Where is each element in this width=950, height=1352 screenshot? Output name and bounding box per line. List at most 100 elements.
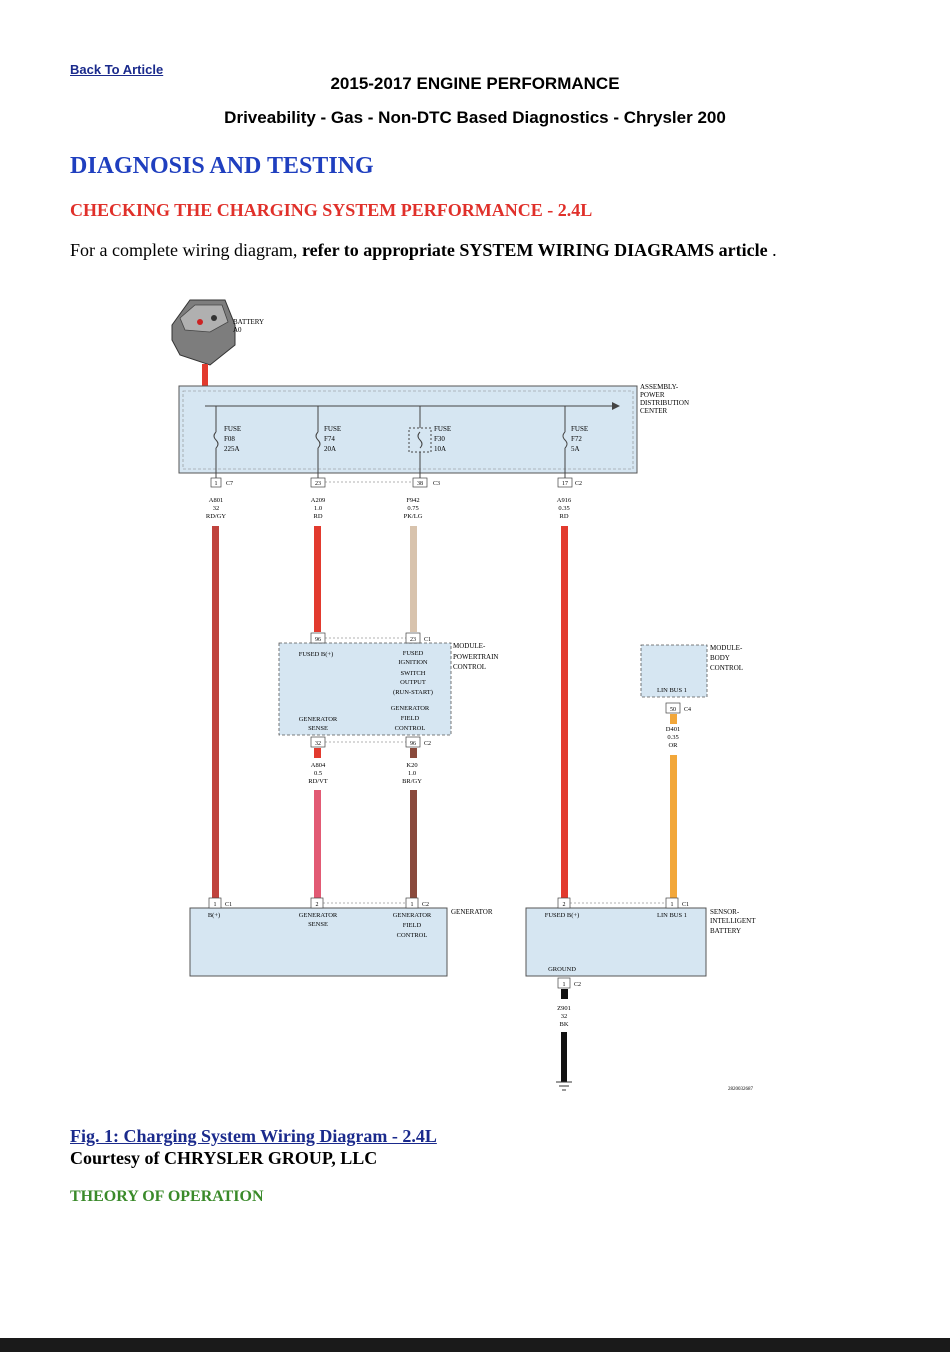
svg-text:FUSE: FUSE xyxy=(324,425,341,433)
svg-text:20A: 20A xyxy=(324,445,336,453)
svg-text:GENERATOR: GENERATOR xyxy=(391,705,430,712)
para-suffix: . xyxy=(772,240,777,260)
intro-paragraph: For a complete wiring diagram, refer to … xyxy=(70,240,777,261)
svg-text:C7: C7 xyxy=(226,481,233,487)
pcm-field-control: GENERATOR FIELD CONTROL xyxy=(391,705,430,732)
battery-cable xyxy=(202,364,208,386)
wiring-diagram: BATTERY A0 ASSEMBLY- POWER DISTRIBUTION … xyxy=(150,292,800,1107)
svg-text:0.5: 0.5 xyxy=(314,770,322,777)
bottom-bar xyxy=(0,1338,950,1352)
svg-text:SENSE: SENSE xyxy=(308,725,328,732)
svg-text:1: 1 xyxy=(214,902,217,908)
ibs-box xyxy=(525,907,707,977)
pdc-label-3: DISTRIBUTION xyxy=(640,399,689,407)
svg-text:IGNITION: IGNITION xyxy=(398,659,428,666)
wire-label-a209: A209 1.0 RD xyxy=(311,497,325,520)
generator-b-plus: B(+) xyxy=(208,912,220,919)
figure-caption-link[interactable]: Fig. 1: Charging System Wiring Diagram -… xyxy=(70,1126,437,1146)
ibs-conn-c2: C2 xyxy=(574,982,581,988)
svg-text:(RUN-START): (RUN-START) xyxy=(393,689,433,696)
ibs-label-3: BATTERY xyxy=(710,927,741,935)
battery-icon xyxy=(171,299,236,366)
svg-text:10A: 10A xyxy=(434,445,446,453)
pcm-pin-23-label: 23 xyxy=(410,637,416,643)
svg-text:32: 32 xyxy=(561,1013,568,1020)
svg-text:PK/LG: PK/LG xyxy=(404,513,423,520)
wire-f942 xyxy=(410,526,417,632)
svg-text:C3: C3 xyxy=(433,481,440,487)
pdc-label-1: ASSEMBLY- xyxy=(640,383,679,391)
battery-code: A0 xyxy=(233,326,242,334)
bcm-pin-50 xyxy=(665,702,681,714)
pcm-fused-b: FUSED B(+) xyxy=(299,651,334,658)
ibs-pin-ground xyxy=(557,977,571,989)
pcm-conn-c2: C2 xyxy=(424,741,431,747)
svg-text:K20: K20 xyxy=(406,762,417,769)
svg-text:FIELD: FIELD xyxy=(401,715,420,722)
bcm-label-1: MODULE- xyxy=(710,644,743,652)
para-prefix: For a complete wiring diagram, xyxy=(70,240,298,260)
svg-text:32: 32 xyxy=(213,505,220,512)
ground-icon xyxy=(556,1081,572,1091)
svg-text:FUSE: FUSE xyxy=(434,425,451,433)
svg-text:BR/GY: BR/GY xyxy=(402,778,422,785)
svg-text:FUSE: FUSE xyxy=(224,425,241,433)
pdc-connector-c7: 1 C7 xyxy=(210,477,233,488)
ibs-fused-b: FUSED B(+) xyxy=(545,912,580,919)
pcm-box xyxy=(278,642,452,736)
pcm-pin-32-label: 32 xyxy=(315,741,321,747)
pcm-label-1: MODULE- xyxy=(453,642,486,650)
wire-label-a801: A801 32 RD/GY xyxy=(206,497,227,520)
bcm-box xyxy=(640,644,708,698)
bcm-label-3: CONTROL xyxy=(710,664,743,672)
figure-courtesy: Courtesy of CHRYSLER GROUP, LLC xyxy=(70,1148,378,1168)
ibs-ground-label: GROUND xyxy=(548,966,576,973)
back-to-article-link[interactable]: Back To Article xyxy=(70,62,164,77)
svg-text:0.35: 0.35 xyxy=(558,505,569,512)
pdc-connector-23: 23 xyxy=(310,477,326,488)
svg-text:A801: A801 xyxy=(209,497,223,504)
svg-text:FUSED: FUSED xyxy=(403,650,424,657)
pdc-box xyxy=(178,385,638,474)
section-heading: DIAGNOSIS AND TESTING xyxy=(70,153,374,179)
generator-pin-1 xyxy=(208,897,222,909)
pcm-pin-96-label: 96 xyxy=(315,637,321,643)
pcm-label-3: CONTROL xyxy=(453,663,486,671)
pcm-pin-23 xyxy=(405,632,421,644)
bcm-conn-c4: C4 xyxy=(684,707,691,713)
svg-text:F942: F942 xyxy=(406,497,419,504)
svg-text:F72: F72 xyxy=(571,435,582,443)
svg-text:GENERATOR: GENERATOR xyxy=(299,912,338,919)
svg-text:BK: BK xyxy=(559,1021,568,1028)
wire-label-f942: F942 0.75 PK/LG xyxy=(404,497,423,520)
document-title: 2015-2017 ENGINE PERFORMANCE xyxy=(330,74,620,93)
ibs-label-2: INTELLIGENT xyxy=(710,917,756,925)
svg-text:5A: 5A xyxy=(571,445,580,453)
wire-label-z901: Z901 32 BK xyxy=(557,1005,571,1028)
svg-text:2: 2 xyxy=(563,902,566,908)
ibs-pin-1 xyxy=(665,897,679,909)
svg-text:A916: A916 xyxy=(557,497,572,504)
svg-text:0.75: 0.75 xyxy=(407,505,418,512)
generator-sense: GENERATOR SENSE xyxy=(299,912,338,928)
bcm-pin-50-label: 50 xyxy=(670,707,676,713)
svg-text:0.35: 0.35 xyxy=(667,734,678,741)
generator-conn-c1: C1 xyxy=(225,902,232,908)
wire-label-a916: A916 0.35 RD xyxy=(557,497,572,520)
bus-arrow-icon xyxy=(612,402,620,410)
svg-text:C2: C2 xyxy=(575,481,582,487)
svg-text:CONTROL: CONTROL xyxy=(397,932,428,939)
svg-text:OUTPUT: OUTPUT xyxy=(400,679,426,686)
pcm-pin-field-label: 96 xyxy=(410,741,416,747)
svg-text:23: 23 xyxy=(315,481,321,487)
svg-text:38: 38 xyxy=(417,481,423,487)
wire-label-d401: D401 0.35 OR xyxy=(666,726,680,749)
svg-text:1: 1 xyxy=(671,902,674,908)
pdc-connector-c2: 17 C2 xyxy=(557,477,582,488)
svg-text:SENSE: SENSE xyxy=(308,921,328,928)
ibs-lin-bus: LIN BUS 1 xyxy=(657,912,687,919)
fuse-f72: FUSE F72 5A xyxy=(571,425,588,453)
svg-text:SWITCH: SWITCH xyxy=(401,670,426,677)
bcm-label-2: BODY xyxy=(710,654,730,662)
pcm-label-2: POWERTRAIN xyxy=(453,653,498,661)
